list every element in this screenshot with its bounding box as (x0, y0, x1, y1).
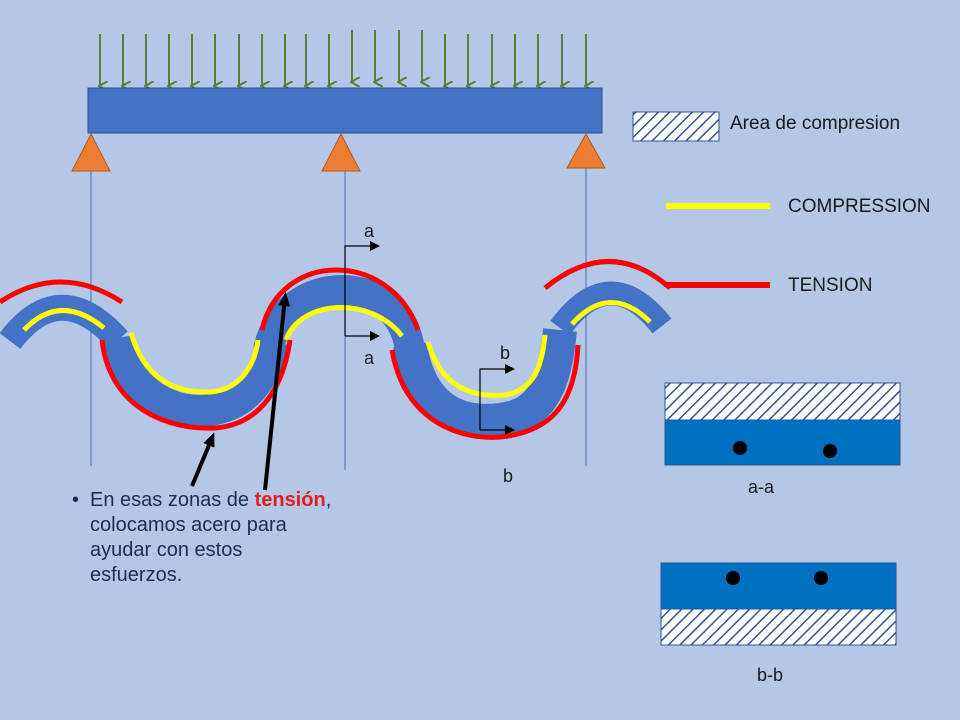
explanation-note: • En esas zonas de tensión, colocamos ac… (72, 488, 332, 588)
note-highlight: tensión (254, 489, 326, 511)
segment-right-hogging (550, 281, 672, 336)
supports (71, 132, 606, 172)
pointer-arrows (190, 292, 291, 491)
note-text-after: , colocamos acero para ayudar con estos … (90, 489, 332, 586)
support-right (566, 132, 606, 169)
segment-mid-hogging (253, 275, 425, 355)
section-bb-compression-zone (660, 608, 897, 646)
section-aa-rebar (733, 441, 747, 455)
cut-label-b-bottom: b (503, 466, 513, 486)
legend-tension-label: TENSION (788, 275, 872, 296)
support-left (71, 132, 111, 172)
note-bullet: • (72, 489, 80, 511)
pointer-arrow-hogging (263, 292, 291, 491)
section-bb (660, 562, 897, 646)
section-bb-body (660, 562, 897, 610)
deformed-beam (0, 259, 672, 440)
pointer-arrow-sagging (190, 432, 215, 487)
beam (87, 87, 603, 134)
cut-label-b-top: b (500, 343, 510, 363)
support-middle (321, 132, 361, 172)
legend-compression-label: COMPRESSION (788, 196, 931, 217)
note-text: En esas zonas de tensión, colocamos acer… (90, 488, 332, 588)
section-aa (664, 382, 901, 466)
segment-span1-sagging (102, 334, 288, 427)
section-bb-rebar (726, 571, 740, 585)
note-text-before: En esas zonas de (90, 489, 249, 511)
load-arrows (100, 30, 586, 86)
section-cut-a (344, 241, 380, 341)
section-aa-body (664, 419, 901, 466)
section-cut-b (479, 364, 515, 435)
legend-compression-area-swatch (632, 111, 720, 142)
cut-label-a-bottom: a (364, 348, 375, 368)
section-bb-rebar (814, 571, 828, 585)
section-aa-label: a-a (748, 477, 775, 497)
section-aa-compression-zone (664, 382, 901, 421)
segment-span2-sagging (393, 328, 577, 438)
cut-label-a-top: a (364, 221, 375, 241)
legend-compression-area-label: Area de compresion (730, 113, 900, 134)
compression-lines (22, 300, 652, 398)
section-aa-rebar (823, 444, 837, 458)
section-bb-label: b-b (757, 665, 783, 685)
